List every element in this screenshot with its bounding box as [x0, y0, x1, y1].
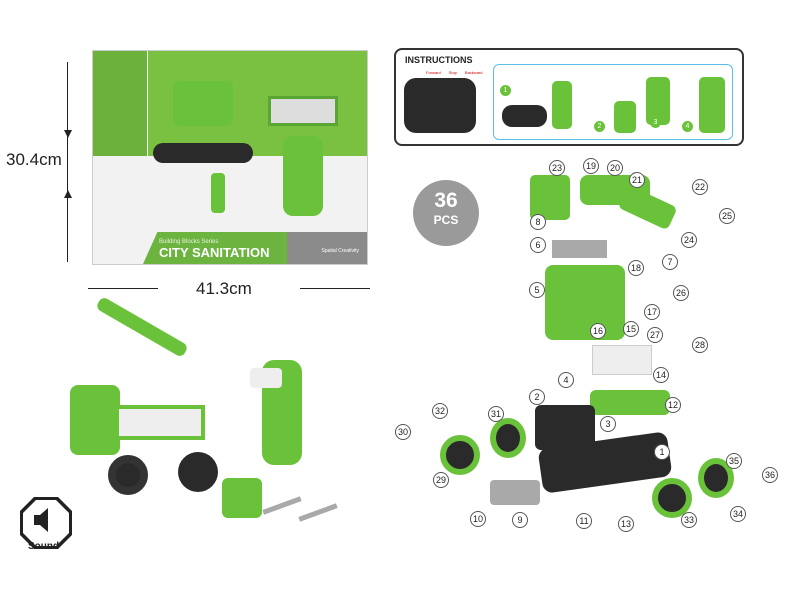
part-number: 27	[647, 327, 663, 343]
part-number: 33	[681, 512, 697, 528]
battery-pack	[222, 478, 262, 518]
pieces-badge: 36 PCS	[413, 180, 479, 246]
sound-badge	[20, 497, 72, 549]
sound-label: Sound	[28, 541, 60, 552]
steps-box: 1 2 3 4	[493, 64, 733, 140]
part-number: 17	[644, 304, 660, 320]
part-number: 35	[726, 453, 742, 469]
part-number: 30	[395, 424, 411, 440]
part-number: 6	[530, 237, 546, 253]
truck-cab	[70, 385, 120, 455]
truck-cab-image	[173, 81, 233, 126]
package-series: Building Blocks Series	[159, 239, 219, 245]
height-arrow	[67, 62, 68, 262]
height-label: 30.4cm	[6, 150, 62, 170]
part-image	[552, 240, 607, 258]
truck-bed	[115, 405, 205, 440]
part-image	[592, 345, 652, 375]
width-arrow-left	[88, 288, 158, 289]
step-3: 3	[650, 117, 661, 128]
truck-wheel	[178, 452, 218, 492]
part-number: 8	[530, 214, 546, 230]
part-number: 32	[432, 403, 448, 419]
part-number: 11	[576, 513, 592, 529]
battery-image	[211, 173, 225, 213]
truck-wheel	[108, 455, 148, 495]
part-number: 16	[590, 323, 606, 339]
part-number: 36	[762, 467, 778, 483]
truck-bed-image	[268, 96, 338, 126]
pieces-count: 36	[434, 189, 458, 212]
step-4: 4	[682, 121, 693, 132]
part-number: 4	[558, 372, 574, 388]
product-package: Building Blocks Series CITY SANITATION S…	[92, 50, 368, 265]
instructions-panel: INSTRUCTIONS Forward Stop Backward 1 2 3…	[394, 48, 744, 146]
part-number: 7	[662, 254, 678, 270]
part-number: 14	[653, 367, 669, 383]
part-number: 23	[549, 160, 565, 176]
part-number: 15	[623, 321, 639, 337]
wheel-part	[440, 435, 480, 475]
car-bottom-image	[404, 78, 476, 133]
arrow-up-icon	[64, 190, 72, 198]
part-number: 1	[654, 444, 670, 460]
part-number: 34	[730, 506, 746, 522]
part-number: 13	[618, 516, 634, 532]
pieces-unit: PCS	[433, 213, 459, 227]
step-2: 2	[594, 121, 605, 132]
part-number: 25	[719, 208, 735, 224]
wheel-part	[652, 478, 692, 518]
part-number: 3	[600, 416, 616, 432]
drill-image	[283, 136, 323, 216]
stop-label: Stop	[448, 70, 457, 75]
arrow-down-icon	[64, 130, 72, 138]
part-number: 21	[629, 172, 645, 188]
package-brand: Spatial Creativity	[321, 248, 359, 254]
package-title: CITY SANITATION	[159, 245, 270, 260]
part-number: 22	[692, 179, 708, 195]
part-number: 18	[628, 260, 644, 276]
instructions-title: INSTRUCTIONS	[405, 55, 473, 65]
part-number: 28	[692, 337, 708, 353]
part-number: 29	[433, 472, 449, 488]
part-image	[490, 480, 540, 505]
width-arrow-right	[300, 288, 370, 289]
wheels-image	[153, 143, 253, 163]
part-number: 19	[583, 158, 599, 174]
part-number: 2	[529, 389, 545, 405]
crane-arm	[95, 295, 189, 359]
cab-part	[545, 265, 625, 340]
part-number: 9	[512, 512, 528, 528]
part-number: 5	[529, 282, 545, 298]
forward-label: Forward	[426, 70, 441, 75]
motor-image	[502, 105, 547, 127]
width-label: 41.3cm	[196, 279, 252, 298]
part-number: 31	[488, 406, 504, 422]
part-image	[590, 390, 670, 415]
wheel-part	[490, 418, 526, 458]
part-number: 10	[470, 511, 486, 527]
part-number: 24	[681, 232, 697, 248]
part-number: 12	[665, 397, 681, 413]
speaker-icon	[34, 508, 48, 532]
part-number: 26	[673, 285, 689, 301]
step-1: 1	[500, 85, 511, 96]
backward-label: Backward	[464, 70, 483, 75]
drill-motor	[250, 368, 282, 388]
screwdriver-bit	[262, 496, 302, 515]
part-image	[530, 175, 570, 220]
screwdriver-bit	[298, 503, 338, 522]
part-number: 20	[607, 160, 623, 176]
